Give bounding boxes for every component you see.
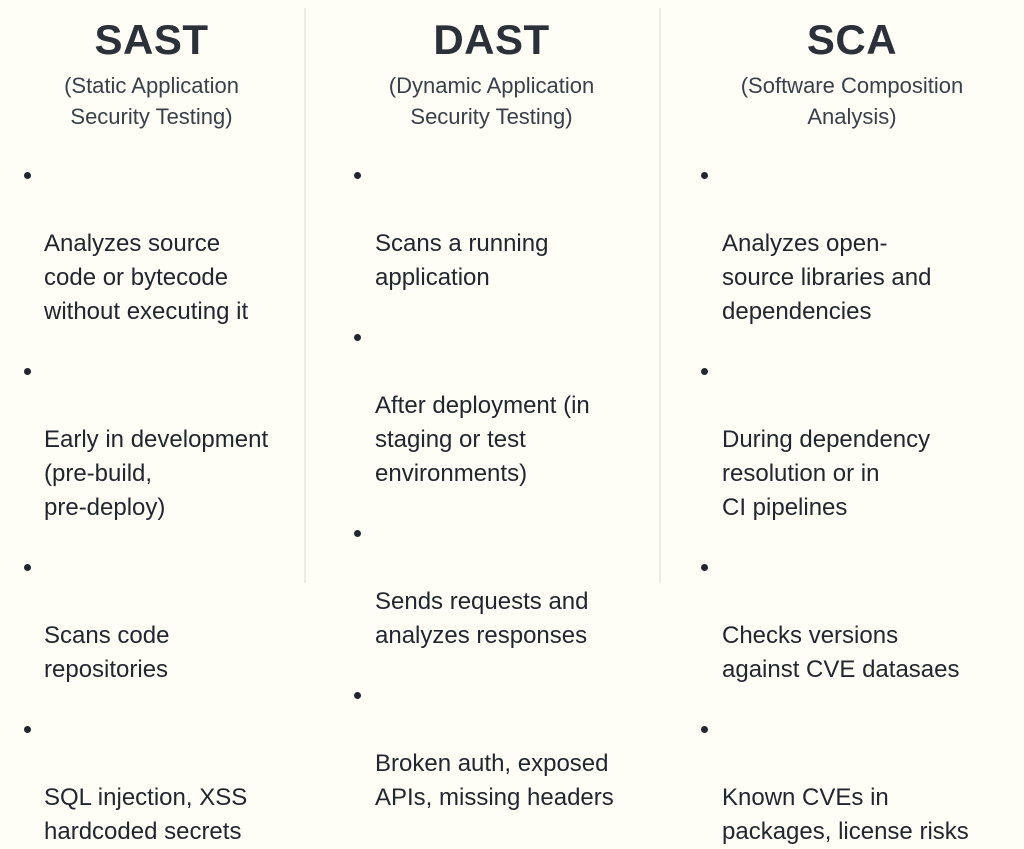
column-dast: DAST (Dynamic Application Security Testi… bbox=[305, 0, 660, 811]
bullet-dot-icon bbox=[24, 367, 31, 375]
column-sast: SAST (Static Application Security Testin… bbox=[0, 0, 305, 845]
bullet-dot-icon bbox=[354, 691, 361, 699]
list-item: Known CVEs in packages, license risks bbox=[688, 713, 1016, 849]
column-dast-title: DAST bbox=[433, 16, 550, 63]
list-item: Analyzes source code or bytecode without… bbox=[12, 159, 291, 329]
column-sca-title: SCA bbox=[806, 16, 898, 63]
column-divider-2 bbox=[659, 8, 661, 583]
column-sast-subtitle: (Static Application Security Testing) bbox=[64, 73, 239, 130]
list-item: Early in development (pre-build, pre-dep… bbox=[12, 355, 291, 525]
bullet-dot-icon bbox=[24, 563, 31, 571]
list-item: Analyzes open- source libraries and depe… bbox=[688, 159, 1016, 329]
list-item: After deployment (in staging or test env… bbox=[341, 321, 642, 491]
column-sast-header: SAST (Static Application Security Testin… bbox=[12, 16, 291, 133]
column-sca-bullet-list: Analyzes open- source libraries and depe… bbox=[688, 159, 1016, 849]
list-item-text: Early in development (pre-build, pre-dep… bbox=[44, 425, 269, 521]
bullet-dot-icon bbox=[701, 171, 708, 179]
column-sast-bullet-list: Analyzes source code or bytecode without… bbox=[12, 159, 291, 849]
list-item: Broken auth, exposed APIs, missing heade… bbox=[341, 679, 642, 815]
list-item-text: Analyzes open- source libraries and depe… bbox=[722, 229, 932, 325]
bullet-dot-icon bbox=[354, 171, 361, 179]
list-item: SQL injection, XSS hardcoded secrets bbox=[12, 713, 291, 849]
bullet-dot-icon bbox=[354, 333, 361, 341]
bullet-dot-icon bbox=[701, 563, 708, 571]
list-item-text: During dependency resolution or in CI pi… bbox=[722, 425, 931, 521]
bullet-dot-icon bbox=[354, 529, 361, 537]
bullet-dot-icon bbox=[24, 171, 31, 179]
column-sca: SCA (Software Composition Analysis) Anal… bbox=[660, 0, 1024, 845]
list-item: Scans a running application bbox=[341, 159, 642, 295]
list-item: Scans code repositories bbox=[12, 551, 291, 687]
bullet-dot-icon bbox=[24, 725, 31, 733]
list-item: Sends requests and analyzes responses bbox=[341, 517, 642, 653]
list-item-text: SQL injection, XSS hardcoded secrets bbox=[44, 783, 248, 845]
list-item: During dependency resolution or in CI pi… bbox=[688, 355, 1016, 525]
list-item-text: Analyzes source code or bytecode without… bbox=[44, 229, 249, 325]
bullet-dot-icon bbox=[701, 367, 708, 375]
column-dast-bullet-list: Scans a running application After deploy… bbox=[341, 159, 642, 815]
list-item-text: Known CVEs in packages, license risks bbox=[722, 783, 969, 845]
list-item: Checks versions against CVE datasaes bbox=[688, 551, 1016, 687]
list-item-text: Broken auth, exposed APIs, missing heade… bbox=[375, 749, 614, 811]
list-item-text: Checks versions against CVE datasaes bbox=[722, 621, 960, 683]
list-item-text: After deployment (in staging or test env… bbox=[375, 391, 590, 487]
column-dast-header: DAST (Dynamic Application Security Testi… bbox=[341, 16, 642, 133]
bullet-dot-icon bbox=[701, 725, 708, 733]
column-sast-title: SAST bbox=[94, 16, 209, 63]
column-dast-subtitle: (Dynamic Application Security Testing) bbox=[388, 73, 595, 130]
column-sca-subtitle: (Software Composition Analysis) bbox=[740, 73, 964, 130]
list-item-text: Scans a running application bbox=[375, 229, 549, 291]
list-item-text: Sends requests and analyzes responses bbox=[375, 587, 589, 649]
column-sca-header: SCA (Software Composition Analysis) bbox=[688, 16, 1016, 133]
list-item-text: Scans code repositories bbox=[44, 621, 170, 683]
column-divider-1 bbox=[304, 8, 306, 583]
